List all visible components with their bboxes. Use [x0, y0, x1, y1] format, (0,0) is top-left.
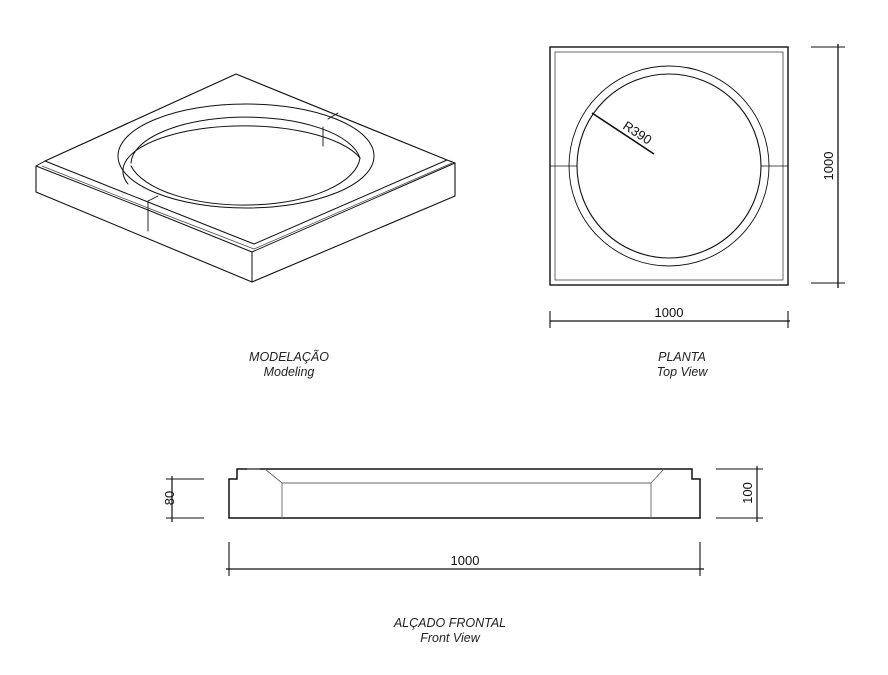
front-left-height-label: 80 [162, 491, 177, 505]
front-right-height-dimension [716, 466, 763, 522]
plan-height-label: 1000 [821, 152, 836, 181]
front-width-dimension [226, 542, 704, 576]
front-caption: ALÇADO FRONTAL Front View [350, 616, 550, 646]
isometric-model [35, 73, 456, 283]
front-title-pt: ALÇADO FRONTAL [393, 616, 507, 630]
front-view [228, 468, 701, 519]
modeling-title-en: Modeling [263, 365, 315, 379]
front-width-label: 1000 [451, 553, 480, 568]
modeling-title-pt: MODELAÇÃO [249, 350, 329, 364]
plan-caption: PLANTA Top View [582, 350, 782, 380]
modeling-caption: MODELAÇÃO Modeling [189, 350, 389, 380]
plan-width-label: 1000 [655, 305, 684, 320]
plan-title-en: Top View [656, 365, 708, 379]
front-left-height-dimension [166, 476, 204, 522]
plan-view [549, 46, 789, 286]
plan-height-dimension [811, 44, 845, 288]
front-title-en: Front View [420, 631, 480, 645]
plan-width-dimension [549, 311, 790, 328]
front-right-height-label: 100 [740, 482, 755, 504]
plan-title-pt: PLANTA [658, 350, 706, 364]
